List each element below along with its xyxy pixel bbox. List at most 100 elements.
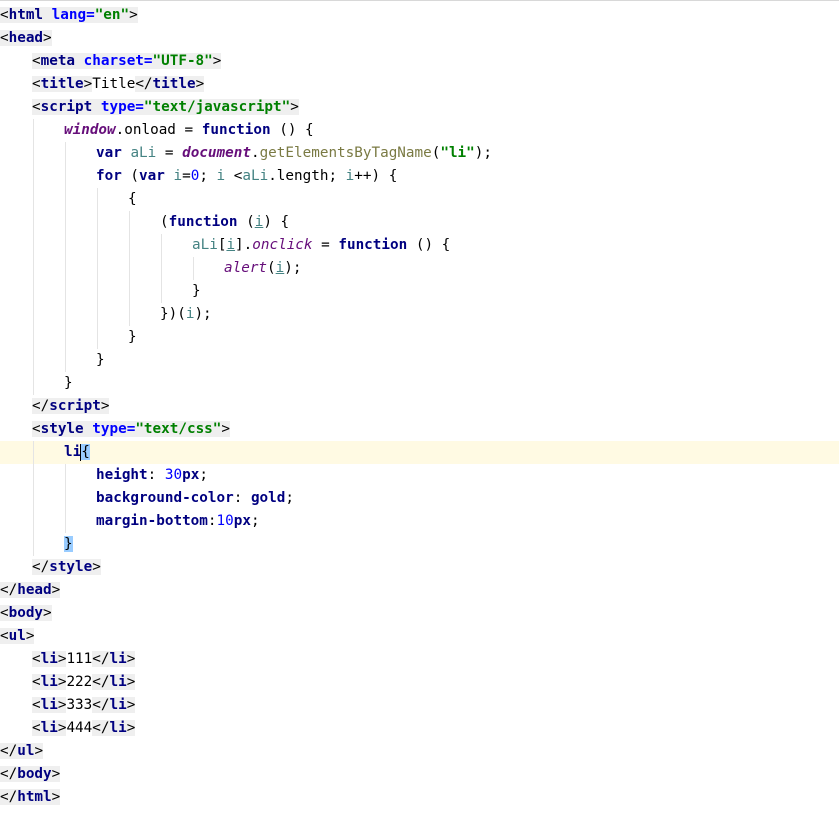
code-token: </ xyxy=(32,559,50,575)
code-token: .length; xyxy=(268,168,346,184)
code-line[interactable]: </script> xyxy=(0,395,839,418)
code-token: 30 xyxy=(164,467,183,483)
code-token: li xyxy=(109,720,127,736)
code-token: </ xyxy=(0,789,18,805)
code-token: > xyxy=(57,697,67,713)
code-token: alert xyxy=(224,260,268,276)
code-token: } xyxy=(96,352,105,368)
code-line[interactable]: <title>Title</title> xyxy=(0,73,839,96)
code-line[interactable]: } xyxy=(0,280,839,303)
code-token: head xyxy=(17,582,52,598)
indent-guide xyxy=(97,326,98,349)
code-token: 111 xyxy=(66,651,93,667)
code-line[interactable]: window.onload = function () { xyxy=(0,119,839,142)
code-token: i xyxy=(226,237,236,253)
indent-guide xyxy=(161,257,162,280)
code-token: li xyxy=(40,674,58,690)
code-token: > xyxy=(51,582,61,598)
code-token: { xyxy=(128,191,137,207)
code-token: type= xyxy=(92,99,144,115)
code-token: "text/javascript" xyxy=(143,99,291,115)
code-line[interactable]: background-color: gold; xyxy=(0,487,839,510)
indent-guide xyxy=(65,142,66,165)
code-line[interactable]: <li>222</li> xyxy=(0,671,839,694)
code-token: li xyxy=(40,720,58,736)
code-line[interactable]: <meta charset="UTF-8"> xyxy=(0,50,839,73)
code-token: > xyxy=(290,99,299,115)
code-line[interactable]: var aLi = document.getElementsByTagName(… xyxy=(0,142,839,165)
code-area[interactable]: <html lang="en"><head><meta charset="UTF… xyxy=(0,4,839,809)
code-line[interactable]: } xyxy=(0,349,839,372)
code-token: var xyxy=(96,145,122,161)
code-token: < xyxy=(0,628,9,644)
code-line[interactable]: { xyxy=(0,188,839,211)
code-token: < xyxy=(32,76,41,92)
code-token: i xyxy=(254,214,264,230)
indent-guide xyxy=(33,165,34,188)
code-token: </ xyxy=(92,674,110,690)
code-line[interactable]: <li>333</li> xyxy=(0,694,839,717)
code-token: "text/css" xyxy=(135,421,222,437)
code-line[interactable]: li{ xyxy=(0,441,839,464)
indent-guide xyxy=(129,257,130,280)
indent-guide xyxy=(33,142,34,165)
indent-guide xyxy=(33,119,34,142)
code-line[interactable]: height: 30px; xyxy=(0,464,839,487)
code-token: </ xyxy=(135,76,153,92)
code-line[interactable]: for (var i=0; i <aLi.length; i++) { xyxy=(0,165,839,188)
code-line[interactable]: <style type="text/css"> xyxy=(0,418,839,441)
code-token: i xyxy=(185,306,195,322)
code-token: } xyxy=(64,375,73,391)
indent-guide xyxy=(65,464,66,487)
code-line[interactable]: <ul> xyxy=(0,625,839,648)
indent-guide xyxy=(129,234,130,257)
code-line[interactable]: })(i); xyxy=(0,303,839,326)
code-token: > xyxy=(212,53,222,69)
indent-guide xyxy=(33,188,34,211)
code-token: 222 xyxy=(66,674,93,690)
code-line[interactable]: <li>111</li> xyxy=(0,648,839,671)
code-token: ( xyxy=(121,168,140,184)
code-line[interactable]: </body> xyxy=(0,763,839,786)
code-line[interactable]: aLi[i].onclick = function () { xyxy=(0,234,839,257)
code-token: } xyxy=(64,536,73,552)
code-line[interactable]: <li>444</li> xyxy=(0,717,839,740)
code-line[interactable]: <body> xyxy=(0,602,839,625)
code-line[interactable]: </head> xyxy=(0,579,839,602)
code-token: function xyxy=(201,122,271,138)
code-token: : xyxy=(147,467,165,483)
code-token: : xyxy=(207,513,217,529)
code-line[interactable]: </html> xyxy=(0,786,839,809)
code-token: function xyxy=(168,214,238,230)
code-token: [ xyxy=(217,237,227,253)
code-token: aLi xyxy=(242,168,269,184)
code-token: </ xyxy=(92,651,110,667)
code-line[interactable]: <script type="text/javascript"> xyxy=(0,96,839,119)
code-line[interactable]: } xyxy=(0,326,839,349)
code-token: ]. xyxy=(235,237,253,253)
code-line[interactable]: alert(i); xyxy=(0,257,839,280)
indent-guide xyxy=(65,349,66,372)
code-token: ; xyxy=(250,513,260,529)
indent-guide xyxy=(65,234,66,257)
code-token: > xyxy=(57,651,67,667)
code-token: > xyxy=(92,559,101,575)
code-token: () { xyxy=(407,237,451,253)
code-line[interactable]: </style> xyxy=(0,556,839,579)
code-line[interactable]: margin-bottom:10px; xyxy=(0,510,839,533)
code-line[interactable]: (function (i) { xyxy=(0,211,839,234)
code-line[interactable]: <head> xyxy=(0,27,839,50)
code-token: head xyxy=(8,30,44,46)
code-line[interactable]: } xyxy=(0,533,839,556)
code-line[interactable]: <html lang="en"> xyxy=(0,4,839,27)
code-token: px xyxy=(182,467,200,483)
code-line[interactable]: } xyxy=(0,372,839,395)
code-token: > xyxy=(57,674,67,690)
code-line[interactable]: </ul> xyxy=(0,740,839,763)
code-token: > xyxy=(221,421,230,437)
code-token: ul xyxy=(8,628,26,644)
indent-guide xyxy=(33,510,34,533)
indent-guide xyxy=(33,441,34,464)
indent-guide xyxy=(33,533,34,556)
